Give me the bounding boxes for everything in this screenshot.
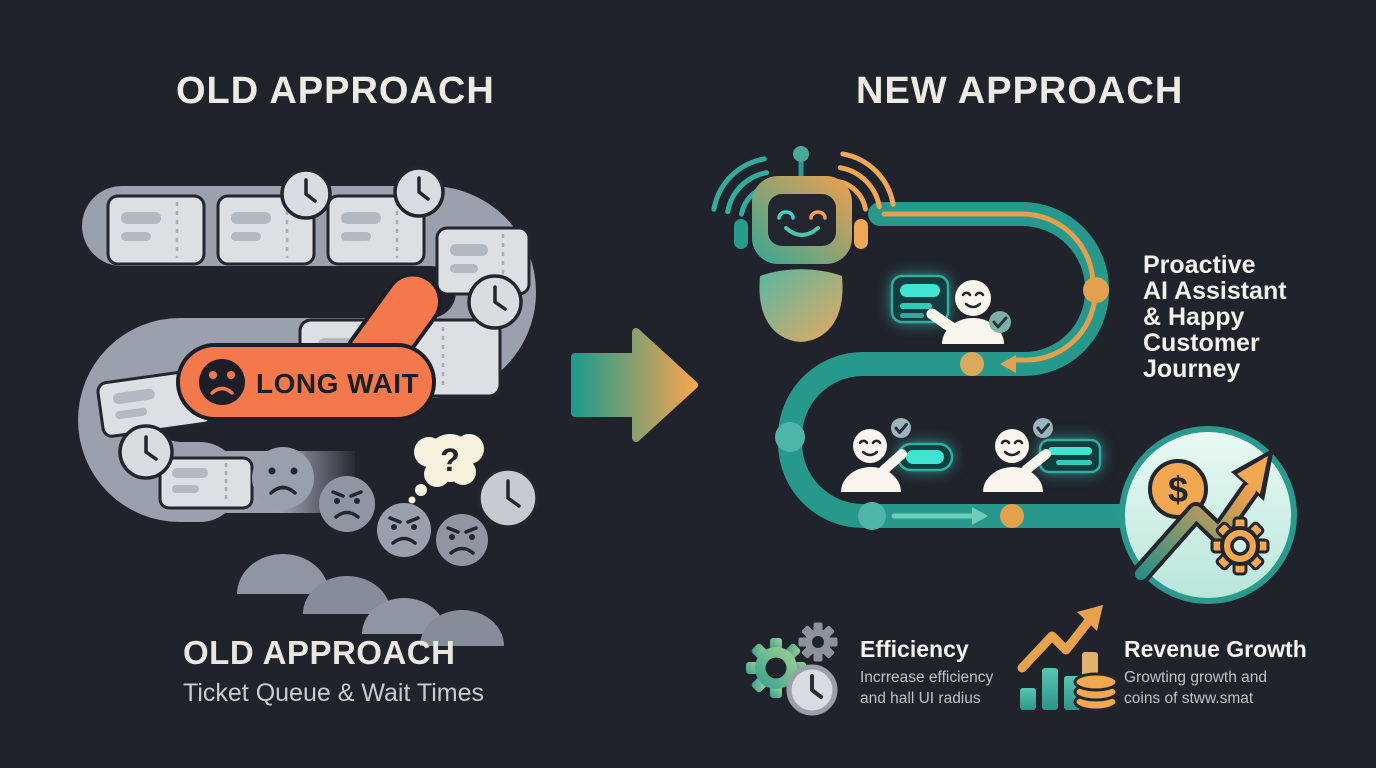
waypoint-node [960, 352, 984, 376]
feature-description: Growting growth and coins of stww.smat [1124, 668, 1374, 710]
waypoint-node [858, 502, 886, 530]
efficiency-gears-icon [746, 622, 838, 716]
path-arrow-left-icon [1000, 355, 1016, 373]
waypoint-node [1000, 504, 1024, 528]
growth-result-badge: $ [1119, 426, 1297, 604]
old-approach-caption: OLD APPROACH Ticket Queue & Wait Times [183, 634, 484, 708]
coins-icon [1073, 672, 1119, 712]
old-queue-illustration: LONG WAIT [78, 166, 539, 646]
happy-customer [926, 280, 1011, 344]
dollar-symbol: $ [1168, 469, 1188, 510]
waypoint-node [1083, 277, 1109, 303]
feature-description-line: coins of stww.smat [1124, 689, 1254, 707]
feature-revenue-growth: Revenue Growth Growting growth and coins… [1124, 636, 1374, 710]
robot-icon [711, 146, 896, 342]
journey-description: Proactive AI Assistant & Happy Customer … [1143, 252, 1287, 382]
unhappy-customer [303, 476, 391, 614]
journey-line: & Happy [1143, 303, 1245, 331]
journey-path-highlight [1013, 293, 1098, 363]
waypoint-node [775, 422, 805, 452]
growth-arrow-icon [1131, 448, 1274, 584]
ticket [158, 456, 254, 510]
feature-efficiency: Efficiency Incrrease efficiency and hall… [860, 636, 1110, 710]
clock-icon [118, 424, 174, 480]
checkmark-icon [989, 311, 1011, 333]
unhappy-customer [362, 503, 446, 634]
feature-description: Incrrease efficiency and hall UI radius [860, 668, 1110, 710]
question-mark: ? [440, 442, 460, 478]
happy-customer [841, 418, 911, 492]
sad-face-icon [199, 359, 245, 405]
feature-title: Revenue Growth [1124, 636, 1307, 662]
revenue-chart-icon [1017, 605, 1119, 712]
new-journey-illustration: $ [711, 146, 1297, 716]
long-wait-badge: LONG WAIT [176, 272, 442, 421]
new-approach-title: NEW APPROACH [856, 70, 1184, 112]
feature-description-line: Incrrease efficiency [860, 669, 994, 686]
journey-line: Journey [1143, 355, 1241, 383]
feature-description-line: and hall UI radius [860, 689, 981, 707]
clock-icon [786, 664, 838, 716]
path-arrow-right-icon [972, 507, 988, 525]
feature-description-line: Growting growth and [1124, 669, 1268, 686]
happy-customer [983, 418, 1053, 492]
unhappy-customer [420, 514, 504, 646]
ticket [106, 194, 206, 266]
long-wait-label: LONG WAIT [256, 368, 419, 399]
ticket [326, 194, 426, 266]
feature-title: Efficiency [860, 636, 969, 662]
chat-bubble-icon [896, 442, 954, 472]
journey-line: AI Assistant [1143, 277, 1287, 305]
clock-icon [467, 274, 523, 330]
journey-path-highlight [881, 211, 1096, 288]
gear-icon [1210, 516, 1270, 576]
unhappy-customer [237, 447, 329, 594]
checkmark-icon [1033, 418, 1053, 438]
journey-line: Proactive [1143, 251, 1256, 279]
journey-line: Customer [1143, 329, 1260, 357]
clock-icon [393, 166, 445, 218]
transition-arrow-icon [571, 328, 698, 442]
question-thought-bubble-icon: ? [408, 434, 484, 504]
checkmark-icon [891, 418, 911, 438]
caption-subtitle: Ticket Queue & Wait Times [183, 679, 485, 707]
clock-icon [477, 467, 539, 529]
old-approach-title: OLD APPROACH [176, 70, 495, 112]
clock-icon [280, 168, 332, 220]
caption-title: OLD APPROACH [183, 634, 456, 671]
